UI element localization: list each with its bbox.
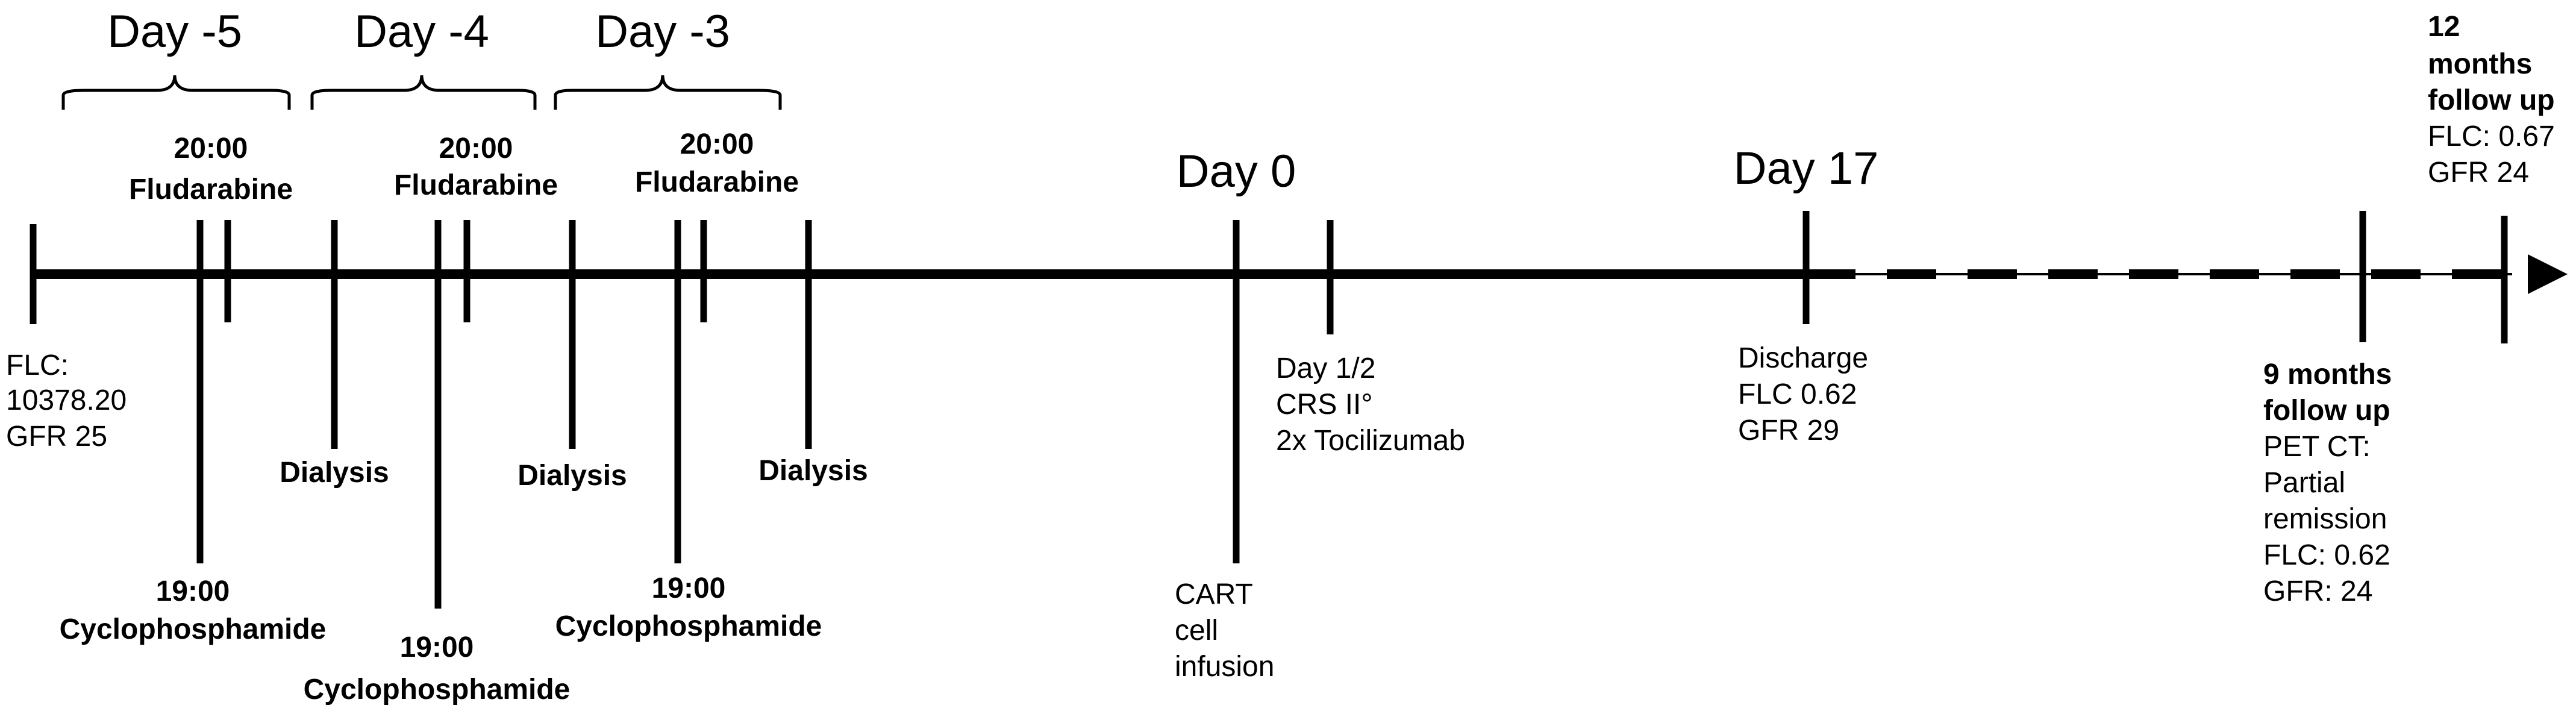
discharge-line3: GFR 29 bbox=[1738, 415, 1839, 446]
cyclophosphamide-drug-3: Cyclophosphamide bbox=[555, 610, 822, 642]
cyclophosphamide-drug-1: Cyclophosphamide bbox=[60, 613, 327, 645]
followup-12m-line3: follow up bbox=[2428, 84, 2555, 116]
cyclophosphamide-time-2: 19:00 bbox=[400, 631, 474, 663]
followup-12m-line4: FLC: 0.67 bbox=[2428, 121, 2555, 152]
fludarabine-time-1: 20:00 bbox=[174, 133, 248, 164]
day12-event-line2: CRS II° bbox=[1276, 389, 1373, 421]
followup-9m-line7: GFR: 24 bbox=[2263, 575, 2372, 607]
dialysis-label-3: Dialysis bbox=[758, 455, 868, 487]
day0-event-line1: CART bbox=[1175, 578, 1253, 610]
fludarabine-time-2: 20:00 bbox=[439, 133, 513, 164]
baseline-line2: 10378.20 bbox=[6, 384, 127, 416]
day0-event-line3: infusion bbox=[1175, 651, 1274, 683]
dialysis-label-2: Dialysis bbox=[517, 460, 627, 492]
cyclophosphamide-time-1: 19:00 bbox=[156, 575, 230, 607]
cyclophosphamide-time-3: 19:00 bbox=[652, 572, 726, 604]
day0-event-line2: cell bbox=[1175, 615, 1218, 647]
day12-event-line1: Day 1/2 bbox=[1276, 352, 1375, 384]
discharge-line2: FLC 0.62 bbox=[1738, 378, 1857, 410]
fludarabine-drug-1: Fludarabine bbox=[129, 174, 293, 205]
bracket-day-minus5 bbox=[61, 75, 291, 110]
followup-9m-line6: FLC: 0.62 bbox=[2263, 539, 2390, 571]
timeline-arrowhead bbox=[2528, 254, 2568, 294]
cyclophosphamide-drug-2: Cyclophosphamide bbox=[304, 674, 571, 706]
baseline-line1: FLC: bbox=[6, 349, 69, 381]
followup-9m-line3: PET CT: bbox=[2263, 431, 2371, 463]
dialysis-label-1: Dialysis bbox=[280, 457, 389, 489]
followup-9m-line4: Partial bbox=[2263, 467, 2345, 499]
discharge-line1: Discharge bbox=[1738, 342, 1868, 374]
fludarabine-drug-2: Fludarabine bbox=[394, 169, 558, 201]
followup-9m-line1: 9 months bbox=[2263, 359, 2392, 390]
followup-9m-line2: follow up bbox=[2263, 395, 2390, 427]
followup-9m-line5: remission bbox=[2263, 503, 2387, 535]
day12-event-line3: 2x Tocilizumab bbox=[1276, 425, 1465, 457]
bracket-day-minus3 bbox=[554, 75, 782, 110]
label-day0: Day 0 bbox=[1177, 146, 1296, 197]
followup-12m-line1: 12 bbox=[2428, 11, 2460, 43]
bracket-day-minus4 bbox=[310, 75, 537, 110]
label-day17: Day 17 bbox=[1734, 143, 1879, 194]
baseline-line3: GFR 25 bbox=[6, 421, 107, 453]
label-day-minus5: Day -5 bbox=[107, 6, 242, 57]
fludarabine-drug-3: Fludarabine bbox=[635, 166, 799, 198]
fludarabine-time-3: 20:00 bbox=[680, 128, 754, 160]
followup-12m-line5: GFR 24 bbox=[2428, 157, 2529, 189]
label-day-minus3: Day -3 bbox=[595, 6, 730, 57]
label-day-minus4: Day -4 bbox=[354, 6, 489, 57]
followup-12m-line2: months bbox=[2428, 48, 2532, 80]
